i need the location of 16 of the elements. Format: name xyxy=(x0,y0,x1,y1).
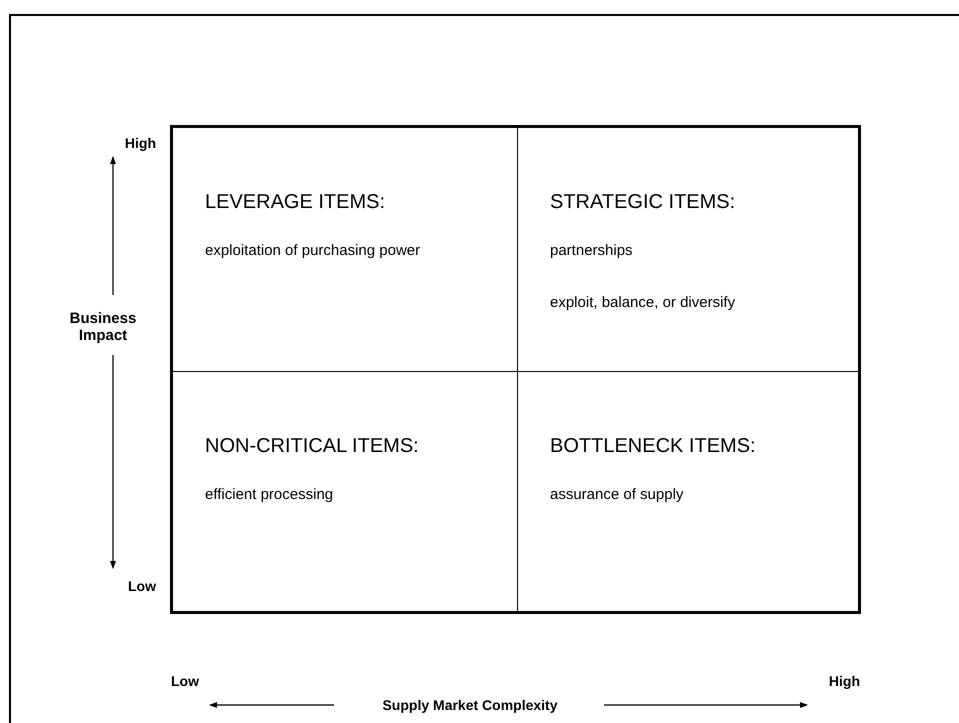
quadrant-description: exploit, balance, or diversify xyxy=(550,294,736,311)
quadrant-cell xyxy=(173,128,518,372)
quadrant-heading: BOTTLENECK ITEMS: xyxy=(550,434,756,458)
quadrant-heading: STRATEGIC ITEMS: xyxy=(550,190,736,214)
axis-title: Business Impact xyxy=(68,310,138,344)
axis-label: Low xyxy=(128,578,156,595)
quadrant-heading: LEVERAGE ITEMS: xyxy=(205,190,386,214)
axis-label: High xyxy=(828,673,860,690)
axis-label: High xyxy=(124,135,156,152)
quadrant-heading: NON-CRITICAL ITEMS: xyxy=(205,434,419,458)
axis-title: Supply Market Complexity xyxy=(381,697,559,714)
quadrant-description: assurance of supply xyxy=(550,486,684,503)
quadrant-description: efficient processing xyxy=(205,486,334,503)
quadrant-description: partnerships xyxy=(550,242,634,259)
quadrant-description: exploitation of purchasing power xyxy=(205,242,422,259)
axis-label: Low xyxy=(171,673,199,690)
